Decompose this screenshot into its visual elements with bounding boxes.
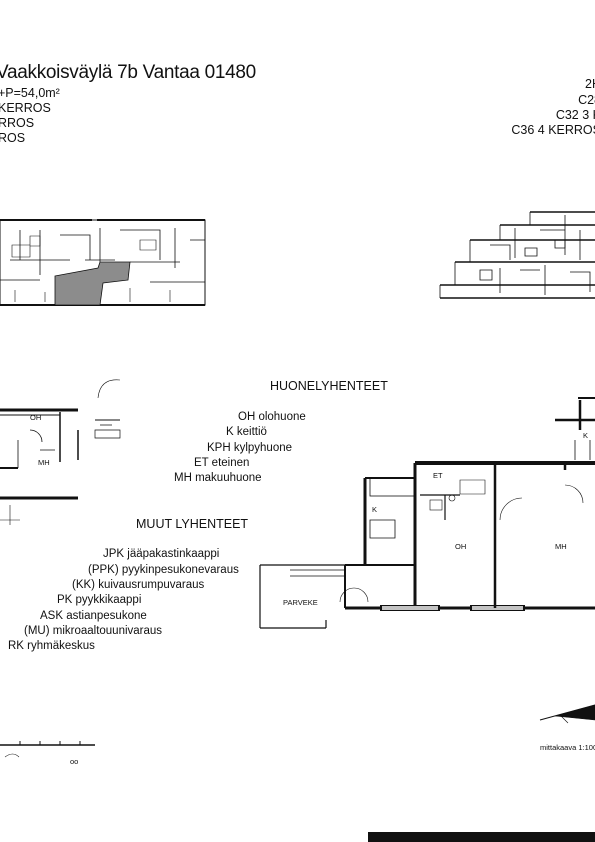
- other-legend-item: (MU) mikroaaltouunivaraus: [24, 625, 163, 637]
- other-legend-item: JPK jääpakastinkaappi: [103, 548, 220, 560]
- other-legend-item: (PPK) pyykinpesukonevaraus: [88, 564, 239, 576]
- floor-line-3: ROS: [0, 131, 26, 145]
- label-entrance: ET: [433, 471, 443, 480]
- apartment-plan: [259, 397, 595, 629]
- label-balcony: PARVEKE: [283, 598, 318, 607]
- apartment-code-1: C28: [578, 93, 595, 107]
- apartment-code-2: C32 3 K: [555, 108, 595, 122]
- apartment-type: 2H: [585, 77, 595, 91]
- north-arrow-right: [539, 704, 595, 724]
- room-legend-title: HUONELYHENTEET: [270, 379, 388, 393]
- label-bathroom: K: [583, 431, 589, 440]
- apartment-code-3: C36 4 KERROS: [511, 123, 595, 137]
- property-address: Vaakkoisväylä 7b Vantaa 01480: [0, 62, 256, 83]
- floor-line-1: KERROS: [0, 101, 51, 115]
- other-legend-item: RK ryhmäkeskus: [8, 640, 95, 652]
- highlighted-apartment: [54, 261, 131, 306]
- apartment-size: +P=54,0m²: [0, 86, 60, 100]
- label-left-mh: MH: [38, 458, 50, 467]
- label-left-room: OH: [30, 413, 42, 422]
- label-kitchen-area: K: [372, 505, 378, 514]
- room-legend-item: OH olohuone: [238, 411, 306, 423]
- footer-bar: [368, 832, 595, 842]
- scale-text: mittakaava 1:100: [540, 743, 595, 752]
- label-bedroom: MH: [555, 542, 567, 551]
- scale-mark: oo: [70, 757, 79, 766]
- room-legend-item: MH makuuhuone: [174, 472, 262, 484]
- floor-line-2: RROS: [0, 116, 35, 130]
- key-plan-left: [0, 219, 206, 306]
- other-legend-item: PK pyykkikaappi: [57, 594, 142, 606]
- other-legend-title: MUUT LYHENTEET: [136, 517, 249, 531]
- room-legend-item: K keittiö: [226, 426, 267, 438]
- key-plan-right: [439, 211, 595, 299]
- room-legend-item: ET eteinen: [194, 457, 250, 469]
- scale-bar-left: [0, 741, 95, 758]
- other-legend-item: (KK) kuivausrumpuvaraus: [72, 579, 205, 591]
- label-living-room: OH: [455, 542, 467, 551]
- room-legend-item: KPH kylpyhuone: [207, 442, 293, 454]
- neighbour-plan-left: [0, 379, 121, 525]
- other-legend-item: ASK astianpesukone: [40, 610, 147, 622]
